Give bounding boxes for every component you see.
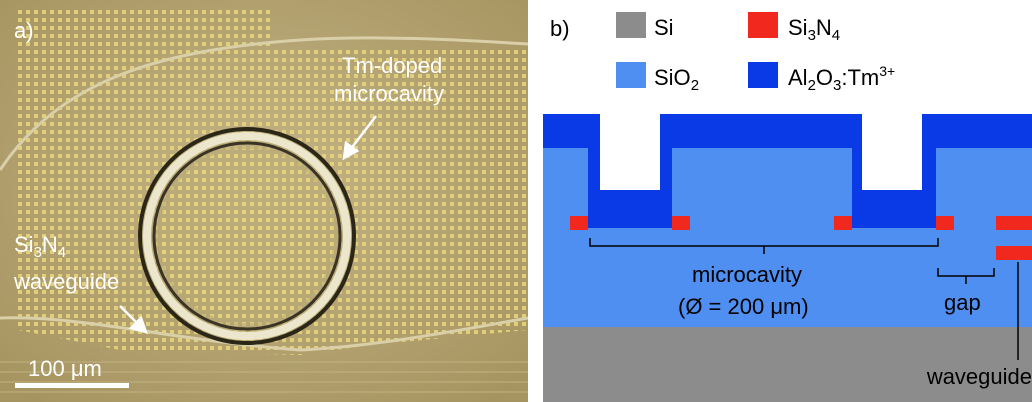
legend-label-si: Si [654,15,674,40]
gap-bracket [937,268,995,284]
gap-label: gap [944,290,981,315]
diameter-label: (Ø = 200 μm) [678,294,809,319]
microcavity-bracket [589,238,939,254]
waveguide-upper-curve [0,36,528,171]
waveguide-label-b: waveguide [926,364,1032,389]
legend-swatch-si [616,12,646,38]
legend-swatch-al2o3 [748,62,778,88]
si3n4-bus-waveguide-top [996,216,1032,230]
si3n4-features [570,216,1032,260]
al2o3-tm-layer [543,114,1032,228]
waveguide-label-line1: Si3N4 [14,232,66,261]
si3n4-bus-waveguide-bottom [996,246,1032,260]
cavity-arrow [342,115,377,161]
legend-swatch-si3n4 [748,12,778,38]
legend-label-al2o3: Al2O3:Tm3+ [788,63,895,94]
si3n4-ring-right-inner [834,216,852,230]
panel-a-label: a) [14,18,34,43]
si3n4-ring-left-inner [672,216,690,230]
si3n4-ring-right-outer [936,216,954,230]
cavity-label-line2: microcavity [334,81,444,106]
panel-b-label: b) [550,16,570,41]
si-substrate [543,327,1032,402]
microcavity-label: microcavity [692,262,802,287]
si3n4-ring-left-outer [570,216,588,230]
legend-label-sio2: SiO2 [654,65,699,94]
legend-swatch-sio2 [616,62,646,88]
scalebar-label: 100 μm [28,356,102,381]
waveguide-arrow [119,305,148,334]
substrate-stripes [0,361,528,393]
legend: Si Si3N4 SiO2 Al2O3:Tm3+ [616,12,895,94]
cavity-label-line1: Tm-doped [342,53,442,78]
scalebar [15,383,129,388]
microcavity-ring [138,127,356,345]
waveguide-label-line2: waveguide [13,269,119,294]
waveguide-lower-curve [0,316,528,352]
legend-label-si3n4: Si3N4 [788,15,840,44]
microscope-image-panel: a) Tm-doped microcavity Si3N4 waveguide … [0,0,528,402]
cross-section-panel: b) Si Si3N4 SiO2 Al2O3:Tm3+ [543,12,1032,402]
